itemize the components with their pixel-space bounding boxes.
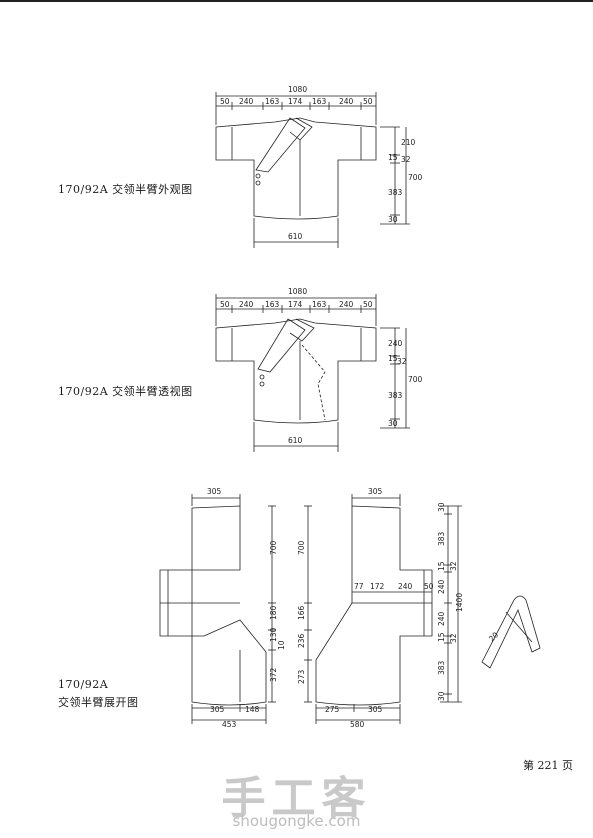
d1-seg4: 163 xyxy=(312,97,327,106)
d2-seg0: 50 xyxy=(220,300,230,309)
d3-collar-dim: 20 xyxy=(487,630,500,643)
d3-rv9: 30 xyxy=(437,691,446,701)
d3-right-top: 305 xyxy=(368,487,383,496)
d2-hem: 610 xyxy=(288,436,303,445)
d3-sleeve3: 50 xyxy=(424,582,434,591)
d1-seg1: 240 xyxy=(239,97,254,106)
d2-v4: 383 xyxy=(388,391,403,400)
d1-v2: 15 xyxy=(388,153,398,162)
d2-seg5: 240 xyxy=(339,300,354,309)
d3-right-b1: 275 xyxy=(325,705,340,714)
d3-rv2: 15 xyxy=(437,561,446,571)
d3-left-v5: 372 xyxy=(269,667,278,682)
d3-rv4: 240 xyxy=(437,579,446,594)
watermark-logo: 手工客 xyxy=(221,773,372,824)
d3-sleeve2: 240 xyxy=(398,582,413,591)
d3-sleeve1: 172 xyxy=(370,582,385,591)
d3-rvtotal: 1400 xyxy=(455,593,464,612)
d1-hem: 610 xyxy=(288,232,303,241)
d3-rv8: 383 xyxy=(437,660,446,675)
d1-seg5: 240 xyxy=(339,97,354,106)
d2-seg2: 163 xyxy=(265,300,280,309)
d3-left-v1: 700 xyxy=(269,540,278,555)
d3-right-btotal: 580 xyxy=(350,720,365,729)
d3-left-b1: 305 xyxy=(210,705,225,714)
d1-seg6: 50 xyxy=(363,97,373,106)
d3-sleeve0: 77 xyxy=(354,582,364,591)
d3-rv1: 383 xyxy=(437,531,446,546)
top-rule xyxy=(0,0,593,2)
d3-rv6: 15 xyxy=(437,632,446,642)
diagram3-label-line2: 交领半臂展开图 xyxy=(58,696,139,709)
d2-v1: 240 xyxy=(388,339,403,348)
d1-seg0: 50 xyxy=(220,97,230,106)
watermark-url: shougongke.com xyxy=(232,812,361,830)
d2-seg3: 174 xyxy=(288,300,303,309)
d3-rv3: 32 xyxy=(449,561,458,571)
d3-rv0: 30 xyxy=(437,502,446,512)
d3-mid-v1: 700 xyxy=(297,540,306,555)
d3-rv7: 32 xyxy=(449,633,458,643)
page-number: 第 221 页 xyxy=(523,759,573,772)
d2-seg1: 240 xyxy=(239,300,254,309)
d3-left-v2: 180 xyxy=(269,605,278,620)
d3-left-v3: 130 xyxy=(269,627,278,642)
d1-seg3: 174 xyxy=(288,97,303,106)
d3-left-v4: 10 xyxy=(277,640,286,650)
diagram1-label: 170/92A 交领半臂外观图 xyxy=(58,183,193,196)
d1-v5: 30 xyxy=(388,215,398,224)
d1-v4: 383 xyxy=(388,188,403,197)
d3-mid-v4: 273 xyxy=(297,669,306,684)
d2-v2: 15 xyxy=(388,354,398,363)
d3-rv5: 240 xyxy=(437,611,446,626)
d3-left-top: 305 xyxy=(207,487,222,496)
d2-total: 1080 xyxy=(288,287,307,296)
d1-seg2: 163 xyxy=(265,97,280,106)
d2-v5: 30 xyxy=(388,419,398,428)
d3-left-btotal: 453 xyxy=(222,720,237,729)
d3-mid-v2: 166 xyxy=(297,605,306,620)
diagram3-label-line1: 170/92A xyxy=(58,678,109,691)
d2-seg6: 50 xyxy=(363,300,373,309)
d1-v3: 32 xyxy=(401,155,411,164)
d1-v1: 210 xyxy=(401,138,416,147)
diagram2-label: 170/92A 交领半臂透视图 xyxy=(58,385,193,398)
d2-vtotal: 700 xyxy=(408,375,423,384)
d2-seg4: 163 xyxy=(312,300,327,309)
d3-right-b2: 305 xyxy=(368,705,383,714)
d1-total: 1080 xyxy=(288,85,307,94)
d2-v3: 32 xyxy=(397,357,407,366)
d1-vtotal: 700 xyxy=(408,173,423,182)
d3-left-b2: 148 xyxy=(245,705,260,714)
d3-mid-v3: 236 xyxy=(297,633,306,648)
